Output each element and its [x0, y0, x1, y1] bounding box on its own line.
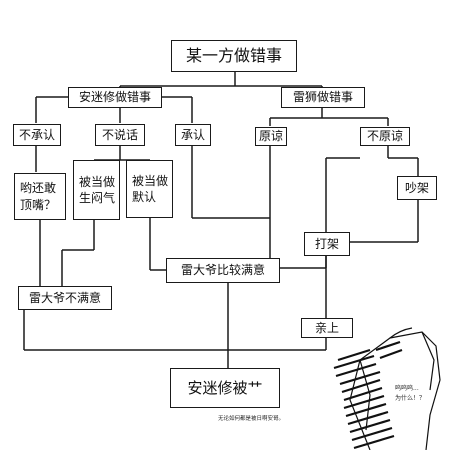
quarrel-node: 吵架 — [397, 176, 437, 200]
not-say-node: 不说话 — [95, 124, 145, 146]
talk-back-node: 哟还敢 顶嘴？ — [14, 173, 66, 220]
not-admit-node: 不承认 — [13, 124, 61, 146]
character-speech: 呜呜呜... 为什么！？ — [395, 385, 426, 402]
fight-node: 打架 — [304, 232, 350, 256]
unsatisfied-node: 雷大爷不满意 — [18, 286, 112, 310]
kiss-node: 亲上 — [301, 318, 353, 338]
anmi-wrong-node: 安迷修做错事 — [68, 87, 162, 108]
sketch-character-illustration — [333, 327, 441, 450]
bottom-caption: 无论如何都是被日啊安哥。 — [218, 416, 285, 422]
not-forgive-node: 不原谅 — [360, 127, 410, 146]
default-node: 被当做 默认 — [126, 160, 173, 218]
leishi-wrong-node: 雷狮做错事 — [281, 87, 365, 108]
result-node: 安迷修被艹 — [170, 368, 280, 408]
admit-node: 承认 — [175, 124, 211, 146]
sulking-node: 被当做 生闷气 — [73, 160, 120, 220]
root-node: 某一方做错事 — [171, 40, 297, 72]
forgive-node: 原谅 — [255, 127, 287, 146]
satisfied-node: 雷大爷比较满意 — [166, 258, 280, 283]
